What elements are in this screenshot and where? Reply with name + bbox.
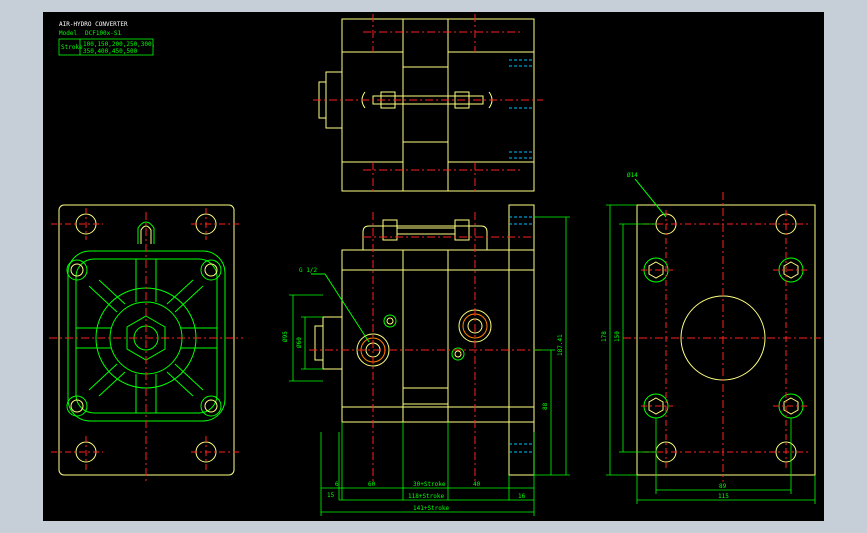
dim-150: 150	[614, 331, 621, 342]
drawing-svg: AIR-HYDRO CONVERTER Model DCF100x-S1 Str…	[49, 14, 821, 516]
cad-drawing-canvas[interactable]: AIR-HYDRO CONVERTER Model DCF100x-S1 Str…	[43, 12, 824, 521]
callout-hole-14: Ø14	[627, 172, 638, 179]
model-label: Model	[59, 30, 77, 37]
dim-15: 15	[327, 492, 335, 499]
dim-6: 6	[335, 481, 339, 488]
dim-89: 89	[719, 483, 727, 490]
dim-dia-60: Ø60	[296, 337, 303, 348]
dim-118-stroke: 118+Stroke	[408, 493, 445, 500]
front-view-dimensions	[289, 216, 570, 516]
dim-88: 88	[542, 402, 549, 410]
dim-115: 115	[718, 493, 729, 500]
drawing-title: AIR-HYDRO CONVERTER	[59, 21, 128, 28]
title-block: AIR-HYDRO CONVERTER Model DCF100x-S1 Str…	[58, 21, 155, 56]
dim-178: 178	[601, 331, 608, 342]
stroke-label: Stroke	[61, 44, 83, 51]
front-view-dimension-text: Ø95 Ø60 187.41 88 15 6 60 30+Stroke 40 1…	[282, 267, 564, 512]
end-view-right	[623, 178, 821, 482]
dim-187-41: 187.41	[557, 334, 564, 356]
end-view-right-dimension-text: 178 150 89 115 Ø14	[601, 172, 729, 500]
dim-40: 40	[473, 481, 481, 488]
model-value: DCF100x-S1	[85, 30, 122, 37]
stroke-values-line2: 350,400,450,500	[83, 48, 138, 55]
dim-30-stroke: 30+Stroke	[413, 481, 446, 488]
top-view	[313, 14, 543, 192]
end-view-left	[49, 204, 243, 482]
stroke-values-line1: 100,150,200,250,300,	[83, 41, 155, 48]
callout-g-1-2: G 1/2	[299, 267, 317, 274]
dim-dia-95: Ø95	[282, 331, 289, 342]
front-view	[309, 204, 543, 482]
end-view-right-dimensions	[606, 204, 816, 504]
dim-60: 60	[368, 481, 376, 488]
dim-141-stroke: 141+Stroke	[413, 505, 450, 512]
dim-16: 16	[518, 493, 526, 500]
